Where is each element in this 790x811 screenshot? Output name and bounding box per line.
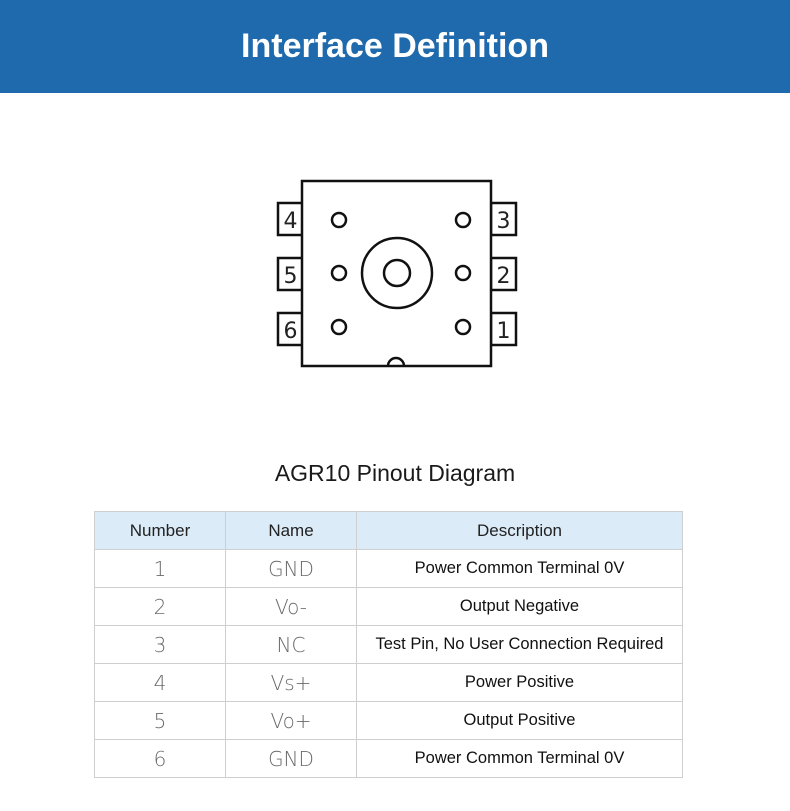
pin-hole <box>330 318 348 336</box>
pin-number: 2 <box>94 587 226 626</box>
pin-name: GND <box>225 739 357 778</box>
header-banner: Interface Definition <box>0 0 790 93</box>
pinout-table: Number Name Description 1 GND Power Comm… <box>94 511 683 778</box>
pin-hole <box>330 264 348 282</box>
diagram-caption: AGR10 Pinout Diagram <box>274 460 516 486</box>
pin-label-4: 4 <box>284 209 298 234</box>
sensor-ring-outer <box>360 236 434 310</box>
pin-number: 5 <box>94 701 226 740</box>
pin-description: Power Positive <box>356 663 683 702</box>
pin-name: Vo- <box>225 587 357 626</box>
pin-description: Output Positive <box>356 701 683 740</box>
table-row: 1 GND Power Common Terminal 0V <box>94 549 683 588</box>
table-row: 2 Vo- Output Negative <box>94 587 683 626</box>
column-header-description: Description <box>356 511 683 550</box>
pin-description: Output Negative <box>356 587 683 626</box>
table-header-row: Number Name Description <box>94 511 683 550</box>
pin-description: Power Common Terminal 0V <box>356 549 683 588</box>
pin-hole <box>454 264 472 282</box>
pin-label-1: 1 <box>497 319 511 344</box>
sensor-notch <box>386 356 406 367</box>
pin-name: Vo+ <box>225 701 357 740</box>
pin-number: 4 <box>94 663 226 702</box>
pin-label-2: 2 <box>497 264 511 289</box>
page-title: Interface Definition <box>241 27 549 65</box>
sensor-ring-inner <box>382 258 412 288</box>
pin-label-6: 6 <box>284 319 298 344</box>
pin-tab-3 <box>489 201 518 237</box>
pin-name: GND <box>225 549 357 588</box>
pin-number: 1 <box>94 549 226 588</box>
table-row: 3 NC Test Pin, No User Connection Requir… <box>94 625 683 664</box>
pin-name: NC <box>225 625 357 664</box>
pin-name: Vs+ <box>225 663 357 702</box>
column-header-name: Name <box>225 511 357 550</box>
table-row: 4 Vs+ Power Positive <box>94 663 683 702</box>
pin-label-3: 3 <box>497 209 511 234</box>
pin-tab-4 <box>276 201 305 237</box>
pin-description: Test Pin, No User Connection Required <box>356 625 683 664</box>
pinout-diagram: 4 5 6 3 2 1 <box>276 179 518 368</box>
pin-hole <box>454 211 472 229</box>
pin-hole <box>330 211 348 229</box>
pin-number: 6 <box>94 739 226 778</box>
pin-number: 3 <box>94 625 226 664</box>
column-header-number: Number <box>94 511 226 550</box>
pin-description: Power Common Terminal 0V <box>356 739 683 778</box>
pin-label-5: 5 <box>284 264 298 289</box>
table-row: 6 GND Power Common Terminal 0V <box>94 739 683 778</box>
table-row: 5 Vo+ Output Positive <box>94 701 683 740</box>
pin-hole <box>454 318 472 336</box>
